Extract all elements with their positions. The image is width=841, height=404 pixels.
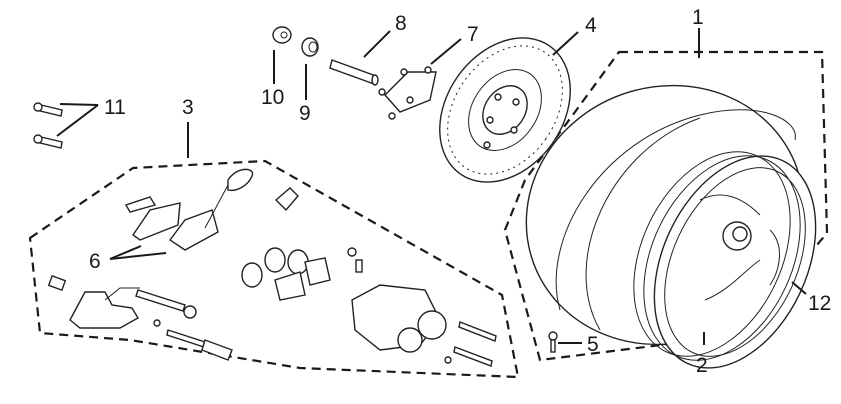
disc-bolt-plate	[378, 66, 437, 120]
piston-seals	[241, 247, 331, 301]
label-part-5: 5	[587, 333, 599, 356]
collar-bore	[308, 41, 318, 53]
rear-wheel-rim	[633, 151, 817, 369]
caliper-bolts	[33, 102, 63, 149]
label-part-9: 9	[299, 102, 311, 125]
brake-pads	[124, 168, 254, 251]
axle-nut-bore	[280, 31, 288, 39]
label-part-3: 3	[182, 96, 194, 119]
valve-bolt	[548, 331, 558, 353]
caliper-bracket	[47, 275, 140, 329]
leader-lines	[56, 28, 807, 345]
label-part-6: 6	[89, 250, 101, 273]
collar	[301, 37, 319, 57]
axle-nut	[272, 26, 292, 44]
label-part-11: 11	[104, 96, 126, 119]
label-part-4: 4	[585, 14, 597, 37]
label-part-2: 2	[696, 354, 708, 377]
caliper-pins	[444, 321, 497, 367]
label-part-8: 8	[395, 12, 407, 35]
wheel-assembly-boundary	[503, 50, 829, 362]
label-part-7: 7	[467, 23, 479, 46]
caliper-assembly-boundary	[28, 159, 520, 379]
slide-pins	[135, 289, 233, 361]
brake-disc	[439, 37, 571, 183]
label-part-12: 12	[808, 292, 831, 315]
label-part-1: 1	[692, 6, 704, 29]
label-part-10: 10	[261, 86, 284, 109]
caliper-body	[351, 284, 447, 353]
bleeder-valve	[347, 247, 363, 273]
pad-spring	[274, 187, 299, 212]
axle-sleeve	[329, 59, 379, 86]
